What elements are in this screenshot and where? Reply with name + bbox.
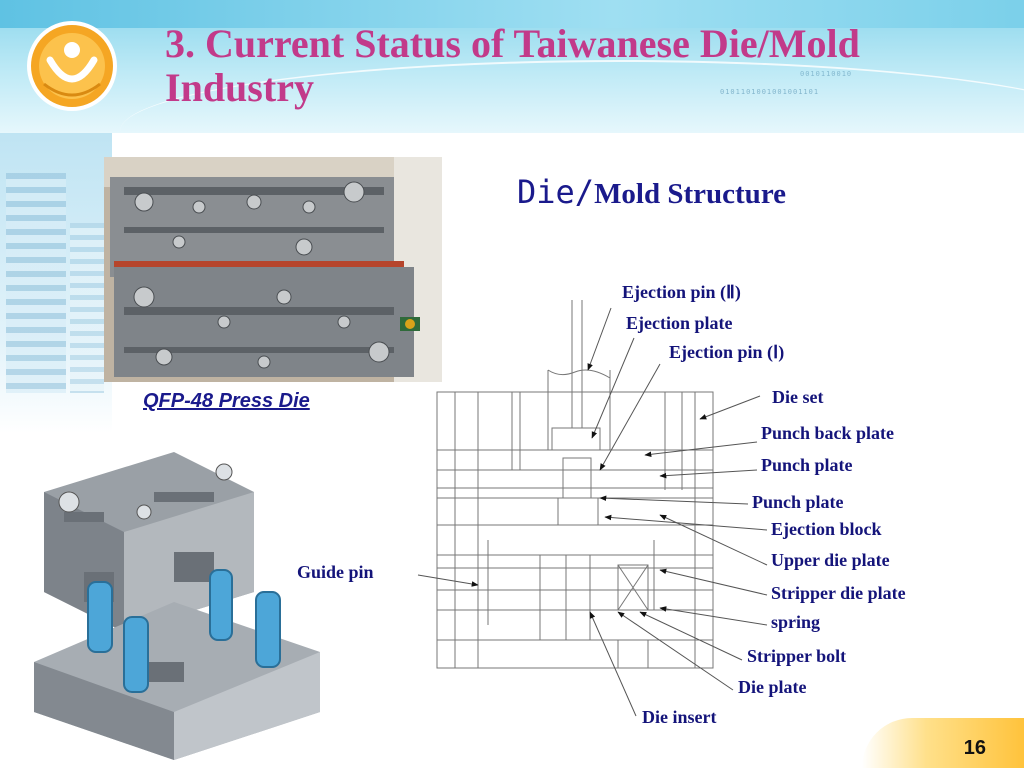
diagram-title-prefix: Die/ [517,173,595,211]
header-banner: 0101101001001001101 0010110010 [0,0,1024,133]
header-binary-decoration: 0101101001001001101 [720,88,820,96]
label-ejection-pin-1: Ejection pin (Ⅰ) [669,342,785,362]
label-upper-die-plate: Upper die plate [771,550,890,570]
label-ejection-block: Ejection block [771,519,882,539]
header-sweep [120,60,1024,133]
label-punch-back-plate: Punch back plate [761,423,895,443]
building-decoration [0,133,112,433]
die-set-photo [34,452,320,760]
label-die-insert: Die insert [642,707,717,727]
page-number: 16 [963,737,986,759]
building-tower [6,173,66,393]
slide-title: 3. Current Status of Taiwanese Die/Mold … [165,21,860,110]
institute-logo-icon [27,21,117,111]
label-die-plate: Die plate [738,677,807,697]
label-ejection-pin-2: Ejection pin (Ⅱ) [622,282,741,302]
diagram-title-main: Mold Structure [594,178,787,210]
label-die-set: Die set [772,387,824,407]
press-die-photo [104,157,442,382]
label-spring: spring [771,612,821,632]
label-punch-plate-upper: Punch plate [761,455,853,475]
label-stripper-die-plate: Stripper die plate [771,583,906,603]
label-guide-pin: Guide pin [297,562,374,582]
label-punch-plate-lower: Punch plate [752,492,844,512]
photo-caption: QFP-48 Press Die [143,390,310,412]
label-stripper-bolt: Stripper bolt [747,646,847,666]
label-ejection-plate: Ejection plate [626,313,733,333]
page-number-badge [862,718,1024,768]
header-band [0,0,1024,28]
header-binary-decoration-2: 0010110010 [800,70,853,78]
diagram-title: Die/Mold Structure [517,170,786,216]
building-tower-2 [70,223,104,393]
